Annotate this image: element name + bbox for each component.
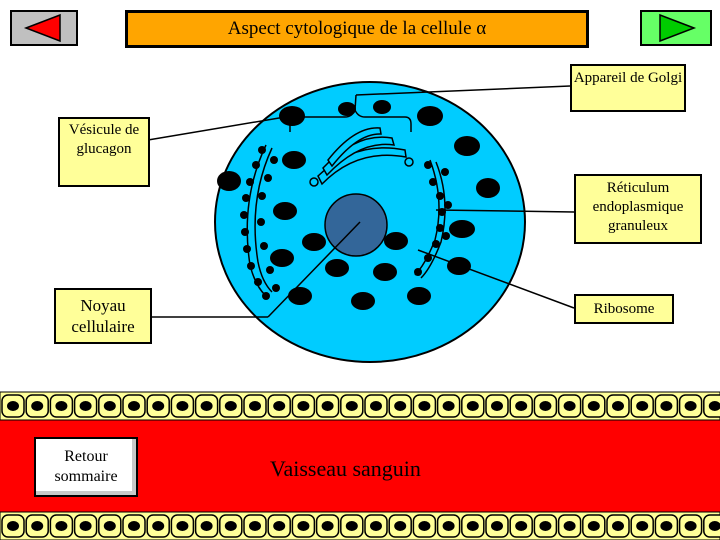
endothelial-nucleus bbox=[442, 521, 455, 531]
endothelial-nucleus bbox=[31, 521, 44, 531]
glucagon-vesicles bbox=[217, 100, 500, 310]
endothelial-nucleus bbox=[103, 401, 116, 411]
endothelial-nucleus bbox=[200, 521, 213, 531]
label-reticulum: Réticulum endoplasmique granuleux bbox=[574, 174, 702, 244]
nucleus bbox=[324, 193, 388, 257]
endothelial-nucleus bbox=[79, 401, 92, 411]
endothelial-nucleus bbox=[273, 401, 286, 411]
endothelial-nucleus bbox=[297, 401, 310, 411]
endothelial-nucleus bbox=[563, 401, 576, 411]
endothelial-nucleus bbox=[466, 521, 479, 531]
endothelial-nucleus bbox=[55, 521, 68, 531]
endothelial-nucleus bbox=[176, 521, 189, 531]
endothelial-nucleus bbox=[345, 521, 358, 531]
retour-sommaire-label: Retour sommaire bbox=[54, 448, 118, 485]
endothelial-nucleus bbox=[55, 401, 68, 411]
next-arrow-icon bbox=[659, 13, 697, 43]
endothelial-nucleus bbox=[418, 401, 431, 411]
endothelial-nucleus bbox=[491, 401, 503, 411]
endothelial-nucleus bbox=[249, 521, 261, 531]
label-golgi-text: Appareil de Golgi bbox=[573, 70, 683, 86]
endothelial-nucleus bbox=[7, 401, 19, 411]
endothelial-nucleus bbox=[152, 521, 165, 531]
endothelial-nucleus bbox=[563, 521, 576, 531]
previous-arrow-icon bbox=[23, 13, 61, 43]
endothelial-nucleus bbox=[539, 521, 552, 531]
endothelial-nucleus bbox=[515, 401, 528, 411]
endothelial-nucleus bbox=[7, 521, 19, 531]
endothelial-nucleus bbox=[491, 521, 503, 531]
previous-button[interactable] bbox=[10, 10, 78, 46]
endothelial-nucleus bbox=[31, 401, 44, 411]
page-title: Aspect cytologique de la cellule α bbox=[125, 10, 589, 48]
endothelial-nucleus bbox=[321, 401, 334, 411]
endothelial-nucleus bbox=[394, 521, 407, 531]
leader-lines bbox=[147, 85, 575, 318]
label-golgi: Appareil de Golgi bbox=[570, 64, 686, 112]
endothelial-nucleus bbox=[273, 521, 286, 531]
label-vesicule-text: Vésicule de glucagon bbox=[68, 122, 140, 157]
endothelial-nucleus bbox=[345, 401, 358, 411]
label-noyau: Noyau cellulaire bbox=[54, 288, 152, 344]
endothelial-nucleus bbox=[224, 401, 237, 411]
endothelial-nucleus bbox=[539, 401, 552, 411]
endothelial-nucleus bbox=[684, 521, 697, 531]
endothelial-nucleus bbox=[442, 401, 455, 411]
endothelial-nucleus bbox=[79, 521, 92, 531]
endothelial-nucleus bbox=[660, 521, 673, 531]
endothelial-nucleus bbox=[128, 521, 140, 531]
next-button[interactable] bbox=[640, 10, 712, 46]
endothelial-nucleus bbox=[103, 521, 116, 531]
endothelial-nucleus bbox=[587, 521, 600, 531]
endothelial-nucleus bbox=[152, 401, 165, 411]
endothelial-cells-top bbox=[1, 394, 720, 418]
endothelial-nucleus bbox=[515, 521, 528, 531]
endothelial-nucleus bbox=[249, 401, 261, 411]
endothelial-nucleus bbox=[684, 401, 697, 411]
endothelial-nucleus bbox=[370, 521, 382, 531]
endothelial-nucleus bbox=[636, 521, 649, 531]
label-vesicule: Vésicule de glucagon bbox=[58, 117, 150, 187]
endothelial-nucleus bbox=[224, 521, 237, 531]
retour-sommaire-button[interactable]: Retour sommaire bbox=[34, 437, 138, 497]
endothelial-nucleus bbox=[370, 401, 382, 411]
endothelial-cells-bottom bbox=[1, 514, 720, 538]
endothelial-nucleus bbox=[128, 401, 140, 411]
golgi-apparatus bbox=[309, 127, 414, 187]
endothelial-nucleus bbox=[612, 401, 624, 411]
endothelial-nucleus bbox=[466, 401, 479, 411]
endothelial-nucleus bbox=[612, 521, 624, 531]
endothelial-nucleus bbox=[394, 401, 407, 411]
endothelial-nucleus bbox=[176, 401, 189, 411]
endothelial-nucleus bbox=[200, 401, 213, 411]
endothelial-nucleus bbox=[636, 401, 649, 411]
endothelial-nucleus bbox=[418, 521, 431, 531]
endothelial-nucleus bbox=[660, 401, 673, 411]
ribosomes bbox=[240, 146, 452, 300]
endothelial-nucleus bbox=[708, 521, 720, 531]
label-noyau-text: Noyau cellulaire bbox=[71, 296, 135, 337]
endothelial-nucleus bbox=[297, 521, 310, 531]
label-reticulum-text: Réticulum endoplasmique granuleux bbox=[592, 180, 684, 234]
label-ribosome: Ribosome bbox=[574, 294, 674, 324]
label-ribosome-text: Ribosome bbox=[593, 301, 655, 317]
vessel-label: Vaisseau sanguin bbox=[270, 456, 421, 481]
endothelial-nucleus bbox=[708, 401, 720, 411]
endothelial-nucleus bbox=[321, 521, 334, 531]
endothelial-nucleus bbox=[587, 401, 600, 411]
